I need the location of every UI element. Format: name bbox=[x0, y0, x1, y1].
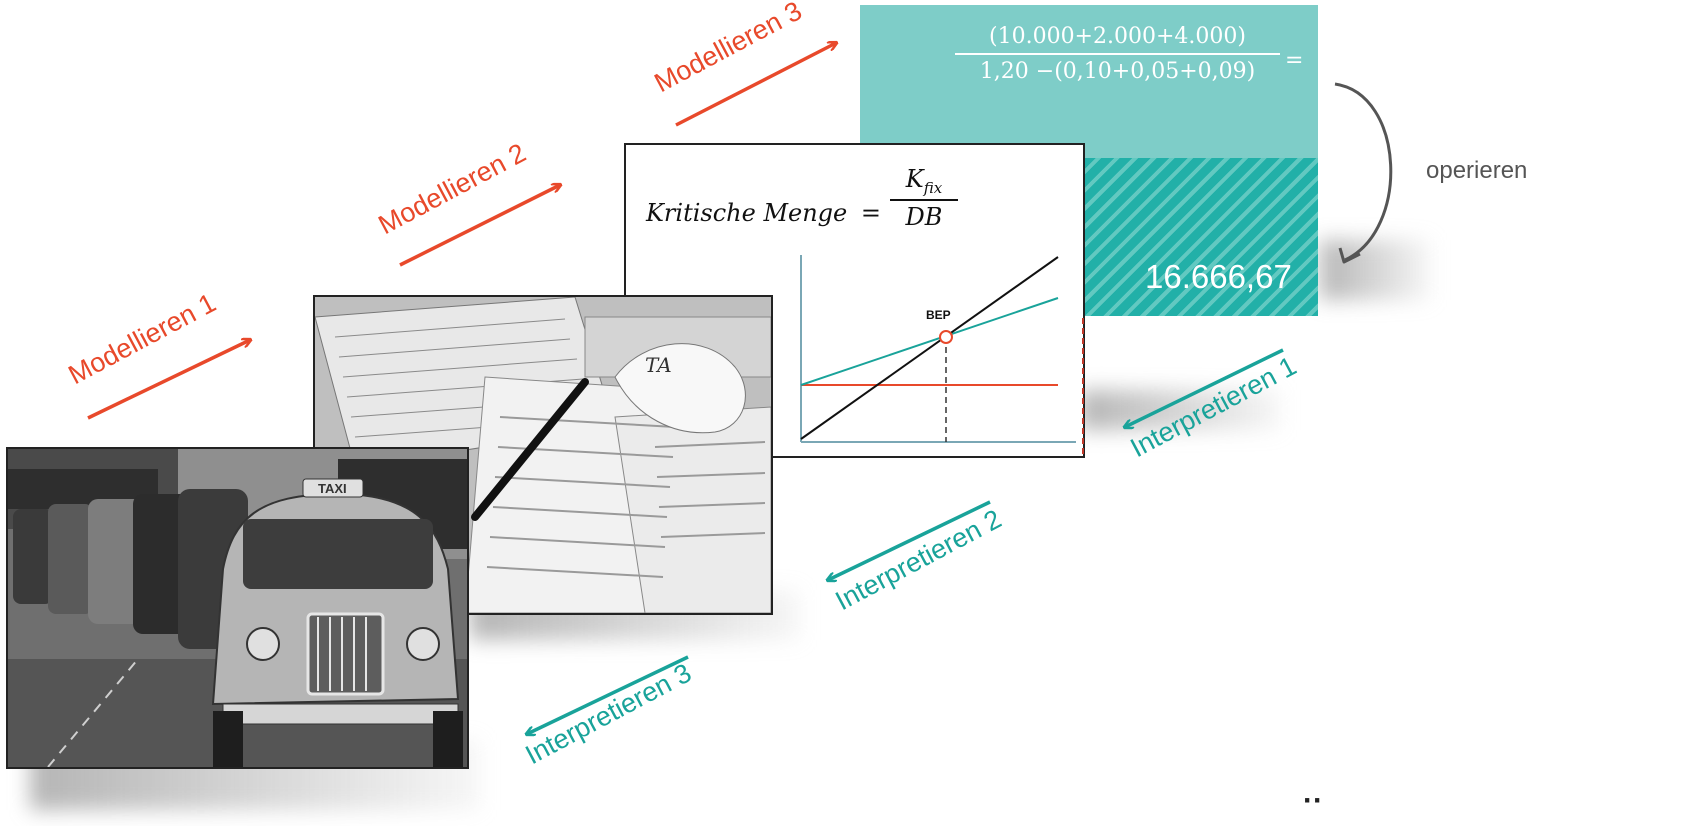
taxi-photo: TAXI bbox=[6, 447, 469, 769]
formula-equals: = bbox=[860, 199, 881, 227]
taxi-sign bbox=[302, 478, 364, 498]
bep-point bbox=[939, 330, 953, 344]
formula-denominator: DB bbox=[905, 202, 943, 231]
revenue-line bbox=[800, 256, 1059, 440]
interpretieren-2-label: Interpretieren 2 bbox=[830, 503, 1007, 617]
operieren-label: operieren bbox=[1426, 157, 1528, 184]
modellieren-3-label: Modellieren 3 bbox=[649, 0, 807, 99]
modellieren-2-label: Modellieren 2 bbox=[373, 137, 531, 241]
formula-lhs-text: Kritische Menge bbox=[646, 199, 848, 227]
calc-numerator: (10.000+2.000+4.000) bbox=[955, 24, 1280, 55]
receipts-photo: TA bbox=[313, 295, 773, 615]
calc-result: 16.666,67 bbox=[1145, 258, 1292, 295]
formula-numerator-base: K bbox=[905, 165, 924, 193]
formula-numerator: Kfix bbox=[890, 165, 958, 201]
calc-denominator: 1,20 −(0,10+0,05+0,09) bbox=[979, 59, 1256, 84]
bep-chart: BEP bbox=[800, 255, 1076, 443]
calc-fraction: (10.000+2.000+4.000) 1,20 −(0,10+0,05+0,… bbox=[955, 24, 1303, 84]
footer-glyph: ·· bbox=[1303, 784, 1323, 817]
bep-label: BEP bbox=[926, 308, 951, 322]
receipt-note: TA bbox=[645, 353, 672, 377]
taxi-illustration: TAXI bbox=[8, 449, 467, 767]
calc-panel bbox=[860, 5, 1318, 160]
operieren-arrow bbox=[1334, 82, 1393, 264]
formula-lhs: Kritische Menge = bbox=[646, 199, 881, 227]
pen-icon bbox=[471, 378, 589, 521]
receipts-illustration: TA bbox=[315, 297, 771, 613]
modellieren-1-label: Modellieren 1 bbox=[63, 287, 221, 391]
interpretieren-3-label: Interpretieren 3 bbox=[520, 657, 697, 771]
formula-numerator-sub: fix bbox=[923, 178, 943, 197]
formula-fraction: Kfix DB bbox=[890, 165, 958, 231]
total-cost-line bbox=[800, 297, 1059, 386]
formula-card-edge bbox=[1082, 318, 1084, 454]
calc-result-panel bbox=[1083, 158, 1318, 316]
taxi-sign-text: TAXI bbox=[318, 481, 347, 496]
calc-equals: = bbox=[1285, 48, 1304, 73]
calc-shadow bbox=[1320, 240, 1430, 300]
